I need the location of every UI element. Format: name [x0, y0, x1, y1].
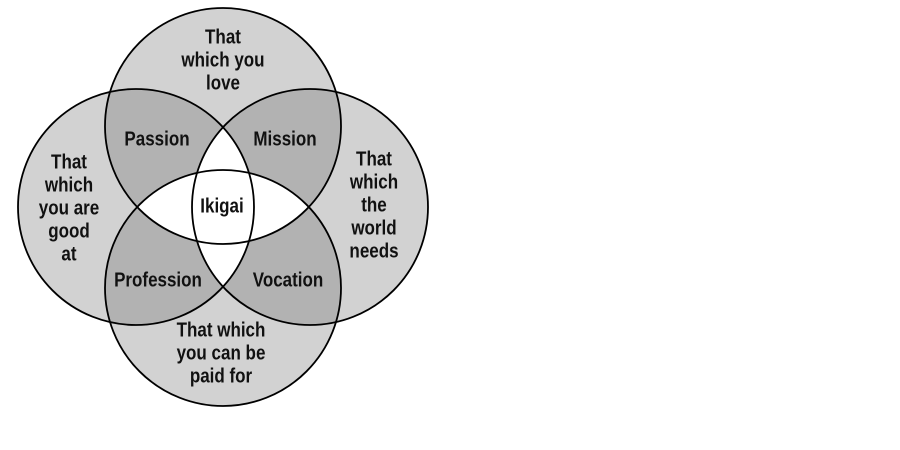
- circle-paid-for-outline: [104, 169, 342, 407]
- ikigai-diagram: That which you love That which you are g…: [17, 7, 429, 407]
- circle-love-outline: [104, 7, 342, 245]
- circle-world-needs-outline: [191, 88, 429, 326]
- overlap-label-passion: Passion: [124, 128, 190, 151]
- center-label-ikigai: Ikigai: [200, 195, 244, 218]
- circle-label-good-at: That which you are good at: [38, 151, 100, 266]
- ikigai-venn-svg: [17, 7, 429, 407]
- circle-good-at-outline: [17, 88, 255, 326]
- overlap-label-mission: Mission: [253, 128, 317, 151]
- circle-label-love: That which you love: [181, 26, 265, 95]
- circle-label-world-needs: That which the world needs: [349, 148, 399, 263]
- circle-label-paid-for: That which you can be paid for: [176, 319, 266, 388]
- overlap-label-profession: Profession: [114, 269, 202, 292]
- overlap-label-vocation: Vocation: [252, 269, 324, 292]
